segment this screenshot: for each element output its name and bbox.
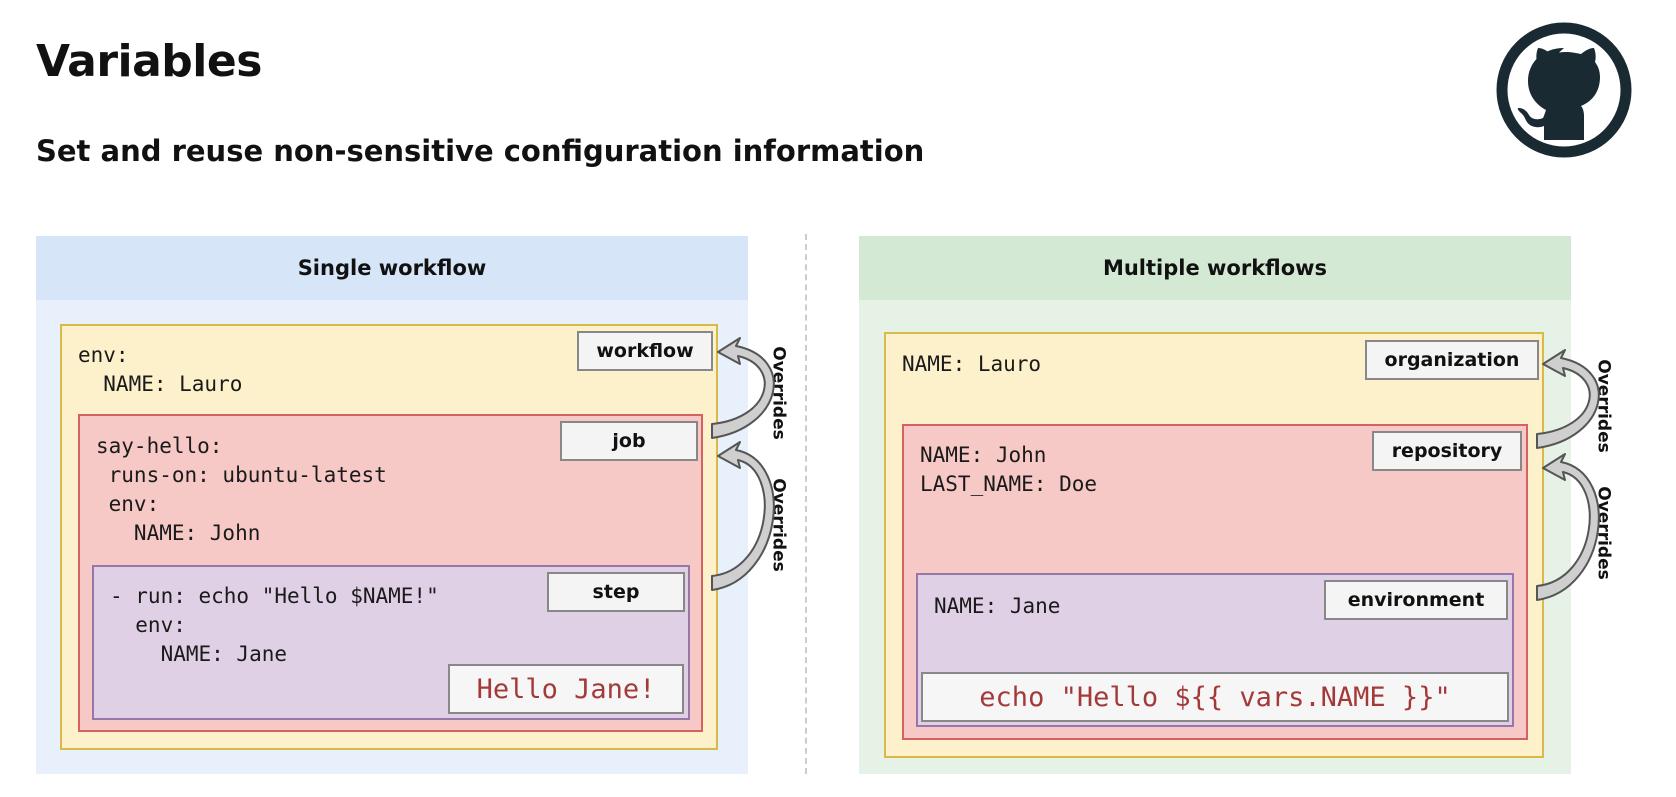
- override-arrow-repo-env: [1536, 453, 1600, 601]
- vars-expression: echo "Hello ${{ vars.NAME }}": [921, 672, 1509, 722]
- single-workflow-header: Single workflow: [36, 236, 748, 300]
- repository-tag: repository: [1372, 431, 1522, 471]
- column-divider: [805, 234, 807, 774]
- slide-title: Variables: [36, 36, 262, 87]
- organization-var-code: NAME: Lauro: [902, 352, 1042, 376]
- environment-tag: environment: [1324, 580, 1508, 620]
- step-tag: step: [547, 572, 685, 612]
- step-env-code: - run: echo "Hello $NAME!" env: NAME: Ja…: [110, 584, 439, 666]
- environment-var-code: NAME: Jane: [934, 594, 1061, 618]
- override-arrow-org-repo: [1536, 349, 1600, 449]
- repository-var-code: NAME: John LAST_NAME: Doe: [920, 443, 1098, 496]
- workflow-env-code: env: NAME: Lauro: [78, 343, 243, 396]
- slide-subtitle: Set and reuse non-sensitive configuratio…: [36, 134, 925, 168]
- step-output: Hello Jane!: [448, 664, 684, 714]
- override-arrow-workflow-job: [711, 337, 775, 439]
- job-tag: job: [560, 421, 698, 461]
- workflow-tag: workflow: [577, 331, 713, 371]
- organization-tag: organization: [1365, 340, 1539, 380]
- github-octocat-icon: [1496, 22, 1632, 158]
- multiple-workflows-header: Multiple workflows: [859, 236, 1571, 300]
- job-env-code: say-hello: runs-on: ubuntu-latest env: N…: [96, 434, 387, 545]
- override-arrow-job-step: [711, 441, 775, 591]
